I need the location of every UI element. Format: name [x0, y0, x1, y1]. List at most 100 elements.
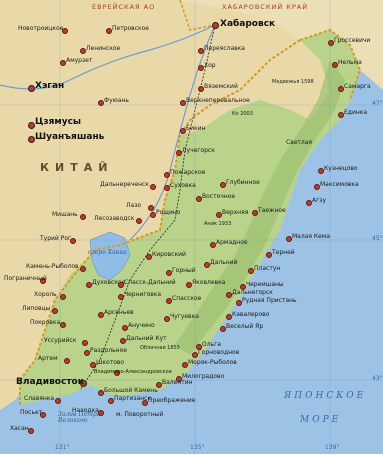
marker-chuguevka[interactable] [164, 316, 170, 322]
label-verkhnyaya[interactable]: Верхняя [222, 209, 249, 216]
label-novotroitskoe[interactable]: Новотроицкое [18, 25, 64, 32]
label-spasskoe[interactable]: Спасское [172, 295, 202, 302]
label-chernyshi[interactable]: Черемшаны [246, 281, 284, 288]
label-svetlaya[interactable]: Светлая [286, 139, 313, 146]
marker-edinka[interactable] [338, 112, 344, 118]
marker-slavyanka[interactable] [55, 398, 61, 404]
marker-shuangyashan[interactable] [28, 136, 35, 143]
label-dalny[interactable]: Дальний [210, 259, 238, 266]
marker-amurzet[interactable] [60, 60, 66, 66]
label-pereyaslavka[interactable]: Переяславка [204, 45, 245, 52]
marker-verkhneperevalnoe[interactable] [180, 100, 186, 106]
label-khasan[interactable]: Хасан [10, 425, 29, 432]
marker-petrovskoe[interactable] [106, 28, 112, 34]
marker-pozharskoe[interactable] [164, 172, 170, 178]
label-nelma[interactable]: Нельма [338, 59, 362, 66]
marker-preobrazhenie[interactable] [142, 400, 148, 406]
label-shuangyashan[interactable]: Шуанъяшань [35, 132, 105, 142]
label-valentin[interactable]: Валентин [162, 379, 193, 386]
label-partizansk[interactable]: Партизанск [114, 395, 152, 402]
marker-verkhnyaya[interactable] [216, 212, 222, 218]
label-terney[interactable]: Терней [272, 249, 295, 256]
label-rudnaya[interactable]: Рудная Пристань [242, 297, 297, 304]
marker-dalniy-kut[interactable] [120, 338, 126, 344]
marker-lipovtsy[interactable] [52, 308, 58, 314]
label-grossevichi[interactable]: Гроссевичи [334, 37, 371, 44]
marker-lazo[interactable] [148, 205, 154, 211]
marker-grossevichi[interactable] [328, 40, 334, 46]
marker-dalny[interactable] [204, 262, 210, 268]
label-ussuriysk[interactable]: Уссурийск [44, 337, 77, 344]
label-pokrovka[interactable]: Покровка [30, 319, 61, 326]
marker-malaya-kema[interactable] [286, 236, 292, 242]
marker-artem[interactable] [64, 358, 70, 364]
label-hegang[interactable]: Хэган [35, 81, 65, 91]
marker-rudnaya[interactable] [236, 300, 242, 306]
label-edinka[interactable]: Единка [344, 109, 368, 116]
label-moryak[interactable]: Моряк-Рыболов [188, 359, 237, 366]
label-shkotovo[interactable]: Шкотово [96, 359, 125, 366]
label-kirovsky[interactable]: Кировский [152, 251, 186, 258]
marker-taezhnoe[interactable] [252, 210, 258, 216]
label-turiy-rog[interactable]: Турий Рог [40, 235, 72, 242]
label-khabarovsk[interactable]: Хабаровск [220, 19, 276, 29]
marker-bolshoy-kamen[interactable] [98, 390, 104, 396]
label-gornovodnoe[interactable]: Горноводное [198, 349, 240, 356]
marker-ussuriysk[interactable] [82, 340, 88, 346]
label-pozharskoe[interactable]: Пожарское [170, 169, 206, 176]
label-lazo[interactable]: Лазо [126, 202, 142, 209]
marker-novotroitskoe[interactable] [62, 28, 68, 34]
label-agzu[interactable]: Агзу [312, 197, 326, 204]
marker-armadnoe[interactable] [210, 242, 216, 248]
label-milogradovo[interactable]: Милоградово [182, 373, 225, 380]
label-bikin[interactable]: Бикин [186, 125, 206, 132]
label-vostretsovo[interactable]: Восточное [202, 193, 236, 200]
marker-pokrovka[interactable] [60, 322, 66, 328]
label-kamen-rybolov[interactable]: Камень-Рыболов [26, 263, 79, 270]
marker-pereyaslavka[interactable] [198, 48, 204, 54]
marker-khor[interactable] [198, 65, 204, 71]
label-vladivostok[interactable]: Владивосток [16, 377, 84, 387]
label-kavalerovo[interactable]: Кавалерово [232, 311, 270, 318]
label-sukhovka[interactable]: Суховка [170, 182, 196, 189]
marker-dalnerechensk[interactable] [150, 184, 156, 190]
label-maksimovka[interactable]: Максимовка [320, 181, 359, 188]
marker-kirovsky[interactable] [146, 254, 152, 260]
marker-maksimovka[interactable] [314, 184, 320, 190]
marker-hegang[interactable] [28, 85, 35, 92]
label-khor[interactable]: Хор [204, 62, 216, 69]
label-luchegorsk[interactable]: Лучегорск [182, 147, 215, 154]
label-fuyuan[interactable]: Фуюань [104, 97, 129, 104]
label-dalnerechensk[interactable]: Дальнереченск [100, 181, 149, 188]
marker-spasskoe[interactable] [166, 298, 172, 304]
marker-shkotovo[interactable] [90, 362, 96, 368]
marker-khorol[interactable] [60, 294, 66, 300]
marker-bikin[interactable] [180, 128, 186, 134]
label-khorol[interactable]: Хороль [34, 291, 57, 298]
label-armadnoe[interactable]: Армадное [216, 239, 248, 246]
label-dalnegorsk[interactable]: Дальнегорск [232, 289, 273, 296]
marker-samarga[interactable] [338, 86, 344, 92]
marker-gornovodnoe[interactable] [192, 352, 198, 358]
marker-razdolnoe[interactable] [84, 350, 90, 356]
label-anuchino[interactable]: Анучино [128, 322, 155, 329]
marker-fuyuan[interactable] [98, 100, 104, 106]
marker-vesyoly-yar[interactable] [220, 326, 226, 332]
marker-kavalerovo[interactable] [226, 314, 232, 320]
label-vesyoly-yar[interactable]: Веселый Яр [226, 323, 264, 330]
marker-lesozavodsk[interactable] [136, 218, 142, 224]
label-amurzet[interactable]: Амурзет [66, 57, 93, 64]
marker-anuchino[interactable] [122, 325, 128, 331]
marker-yakovlevka[interactable] [186, 282, 192, 288]
marker-luchegorsk[interactable] [176, 150, 182, 156]
label-verkhneperevalnoe[interactable]: Верхнеперевальное [186, 97, 250, 104]
marker-valentin[interactable] [156, 382, 162, 388]
label-dukhovskoe[interactable]: Духовское [92, 279, 126, 286]
label-arsenyev[interactable]: Арсеньев [104, 309, 134, 316]
marker-vladivostok[interactable] [80, 380, 87, 387]
label-olga[interactable]: Ольга [202, 341, 221, 348]
label-chuguevka[interactable]: Чугуевка [170, 313, 199, 320]
marker-chernigovka[interactable] [118, 294, 124, 300]
label-preobrazhenie[interactable]: Преображение [148, 397, 196, 404]
label-spassk[interactable]: Спасск-Дальний [124, 279, 176, 286]
